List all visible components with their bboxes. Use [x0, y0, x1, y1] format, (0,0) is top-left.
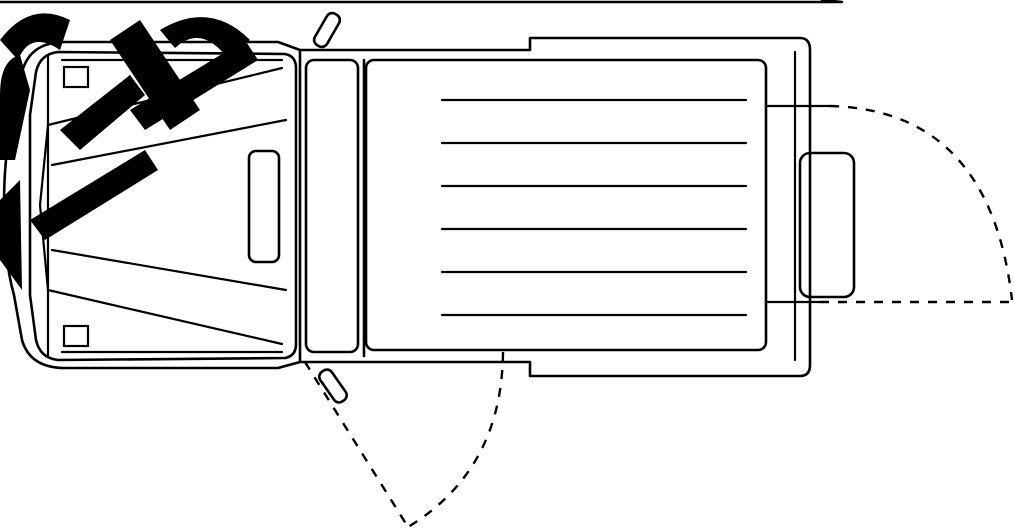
- cargo-slats: [440, 98, 748, 317]
- door-swing-arcs: [303, 104, 1015, 529]
- front-right-lamp: [62, 324, 90, 348]
- left-mirror: [312, 11, 342, 49]
- cab: [298, 48, 366, 364]
- top-edge-line: [0, 0, 844, 4]
- cargo-bed: [364, 50, 832, 362]
- watermark: [0, 13, 258, 290]
- front-left-lamp: [62, 65, 90, 89]
- hood-vent: [247, 149, 281, 264]
- spare-tire: [798, 151, 856, 299]
- cab-roof: [304, 58, 360, 354]
- right-mirror: [317, 368, 349, 404]
- side-door-swing-line: [303, 361, 410, 528]
- cargo-bed-outline: [364, 58, 768, 352]
- rear-door-swing-arc: [829, 104, 1014, 301]
- side-door-swing-arc: [407, 351, 505, 529]
